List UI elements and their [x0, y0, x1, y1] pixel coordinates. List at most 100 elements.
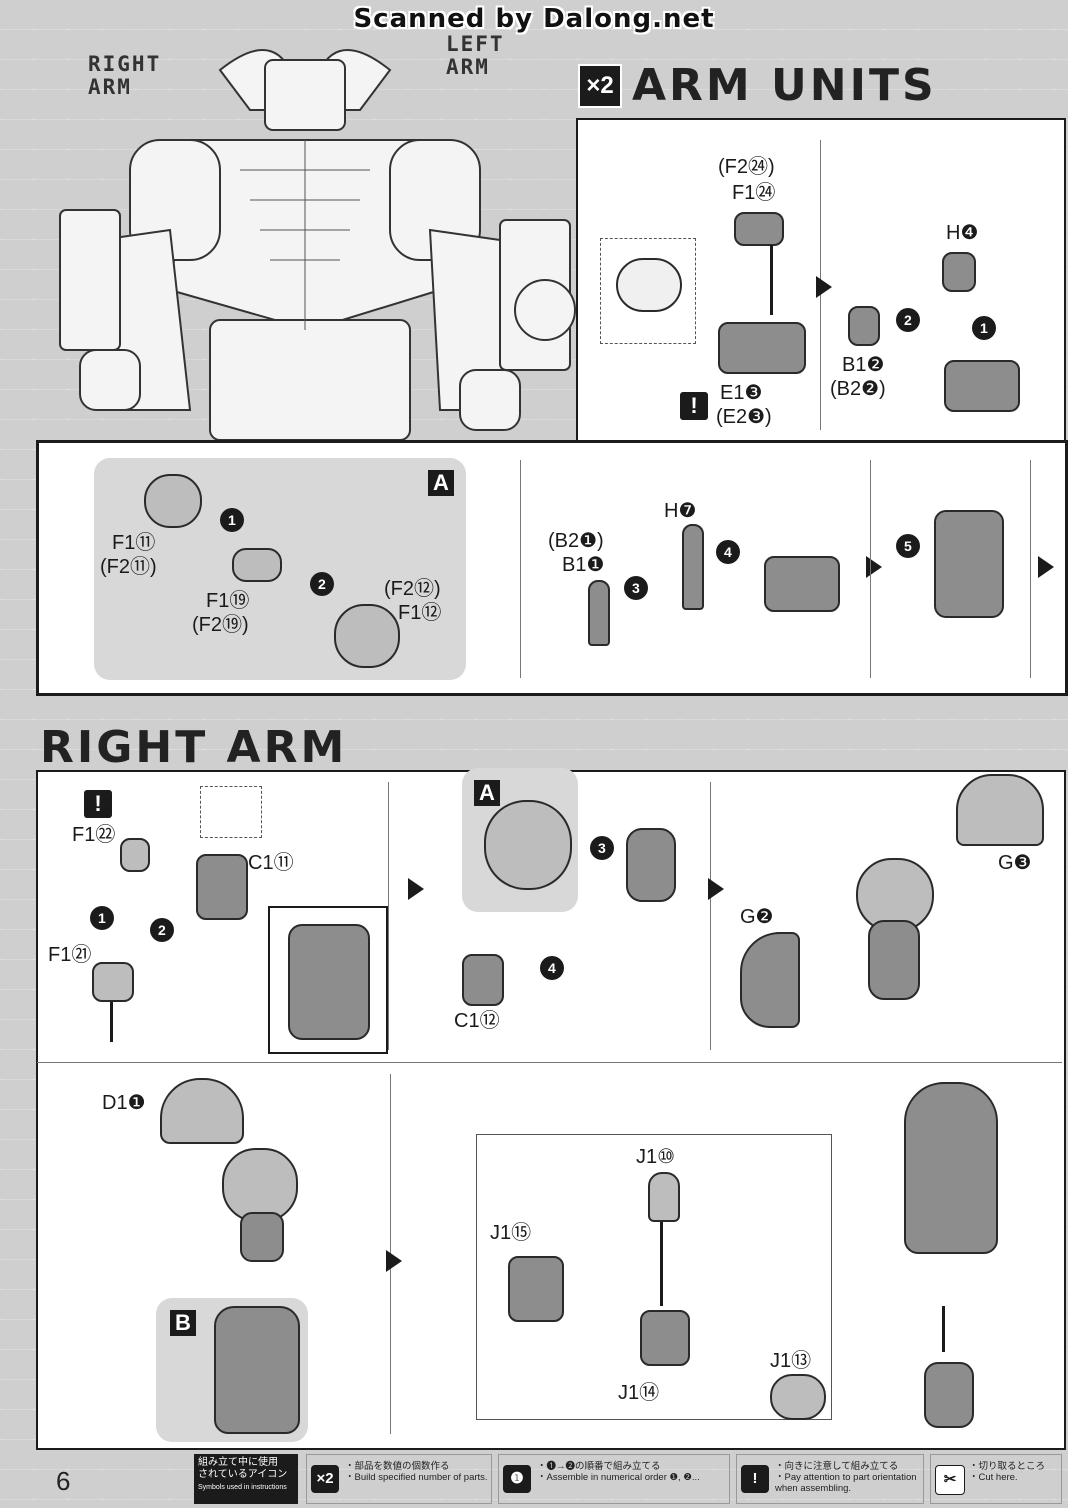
- scissors-icon: ✂: [935, 1465, 965, 1495]
- part-e1-3: [718, 322, 806, 374]
- part-f1-24: [734, 212, 784, 246]
- arm-units-title: ARM UNITS: [632, 60, 937, 111]
- label-e1-3: E1❸: [720, 382, 763, 404]
- legend-item-order: ❶ ・❶→❷の順番で組み立てる・Assemble in numerical or…: [498, 1454, 730, 1504]
- legend-item-orientation: ! ・向きに注意して組み立てる・Pay attention to part or…: [736, 1454, 924, 1504]
- part-c1-12: [462, 954, 504, 1006]
- divider: [388, 782, 389, 1050]
- part-d1-1: [160, 1078, 244, 1144]
- part-arm-unit-complete: [934, 510, 1004, 618]
- divider: [1030, 460, 1031, 678]
- divider: [520, 460, 521, 678]
- label-c1-12: C1⑫: [454, 1010, 500, 1032]
- label-f1-22: F1㉒: [72, 824, 116, 846]
- subassembly-a-letter: A: [474, 780, 500, 806]
- part-j1-13: [770, 1374, 826, 1420]
- part-f1-22: [120, 838, 150, 872]
- next-step-arrow-icon: [816, 276, 832, 298]
- divider: [870, 460, 871, 678]
- part-c1-11: [196, 854, 248, 920]
- part-shoulder-assembly: [856, 858, 934, 932]
- right-arm-title: RIGHT ARM: [40, 722, 348, 773]
- label-f1-12: F1⑫: [398, 602, 442, 624]
- part-shoulder-armored: [222, 1148, 298, 1222]
- part-c1-11-detail: [288, 924, 370, 1040]
- part-hand-complete: [924, 1362, 974, 1428]
- label-d1-1: D1❶: [102, 1092, 146, 1114]
- label-j1-10: J1⑩: [636, 1146, 676, 1168]
- part-upper-arm: [626, 828, 676, 902]
- next-step-arrow-icon: [708, 878, 724, 900]
- orientation-warning-icon: !: [680, 392, 708, 420]
- label-j1-15: J1⑮: [490, 1222, 532, 1244]
- next-step-arrow-icon: [1038, 556, 1054, 578]
- label-f2-19: (F2⑲): [192, 614, 249, 636]
- multiplier-badge: ×2: [578, 64, 622, 108]
- ring-part: [616, 258, 682, 312]
- label-g2: G❷: [740, 906, 774, 928]
- part-shoulder-joint: [484, 800, 572, 890]
- label-f2-11: (F2⑪): [100, 556, 157, 578]
- row-divider: [37, 1062, 1062, 1063]
- arrow: [770, 245, 773, 315]
- arrow: [942, 1306, 945, 1352]
- label-h4: H❹: [946, 222, 979, 244]
- detail-inset: [200, 786, 262, 838]
- left-arm-callout: LEFT ARM: [446, 32, 505, 79]
- part-j1-15: [508, 1256, 564, 1322]
- hero-robot-illustration: [59, 49, 576, 440]
- label-f1-21: F1㉑: [48, 944, 92, 966]
- part-f1-19: [232, 548, 282, 582]
- label-f1-19: F1⑲: [206, 590, 250, 612]
- label-f1-24: F1㉔: [732, 182, 776, 204]
- next-step-arrow-icon: [408, 878, 424, 900]
- legend-item-cut: ✂ ・切り取るところ・Cut here.: [930, 1454, 1062, 1504]
- part-arm-core: [764, 556, 840, 612]
- part-b1-1: [588, 580, 610, 646]
- part-assembly: [944, 360, 1020, 412]
- subassembly-a-letter: A: [428, 470, 454, 496]
- next-step-arrow-icon: [866, 556, 882, 578]
- label-b1-1: B1❶: [562, 554, 605, 576]
- label-c1-11: C1⑪: [248, 852, 294, 874]
- label-f2-24: (F2㉔): [718, 156, 775, 178]
- part-g2: [740, 932, 800, 1028]
- part-j1-14: [640, 1310, 690, 1366]
- multiplier-icon: ×2: [311, 1465, 339, 1493]
- part-upper-arm-core: [240, 1212, 284, 1262]
- part-f1-21: [92, 962, 134, 1002]
- page-number: 6: [56, 1466, 71, 1496]
- step-order-icon: ❶: [503, 1465, 531, 1493]
- part-j1-10: [648, 1172, 680, 1222]
- divider: [710, 782, 711, 1050]
- arrow: [110, 1002, 113, 1042]
- part-upper-arm-assembly: [868, 920, 920, 1000]
- part-h4: [942, 252, 976, 292]
- orientation-warning-icon: !: [84, 790, 112, 818]
- scan-credit: Scanned by Dalong.net: [353, 4, 715, 34]
- part-h7: [682, 524, 704, 610]
- part-g3: [956, 774, 1044, 846]
- part-arm-complete: [904, 1082, 998, 1254]
- next-step-arrow-icon: [386, 1250, 402, 1272]
- label-e2-3: (E2❸): [716, 406, 772, 428]
- label-g3: G❸: [998, 852, 1032, 874]
- part-f1-11: [144, 474, 202, 528]
- label-b2-1: (B2❶): [548, 530, 604, 552]
- orientation-warning-icon: !: [741, 1465, 769, 1493]
- part-forearm: [214, 1306, 300, 1434]
- arrow: [660, 1222, 663, 1306]
- part-f1-12: [334, 604, 400, 668]
- label-j1-13: J1⑬: [770, 1350, 812, 1372]
- label-b2-2: (B2❷): [830, 378, 886, 400]
- label-b1-2: B1❷: [842, 354, 885, 376]
- part-b1-2: [848, 306, 880, 346]
- legend-item-multiplier: ×2 ・部品を数値の個数作る・Build specified number of…: [306, 1454, 492, 1504]
- label-h7: H❼: [664, 500, 697, 522]
- label-f2-12: (F2⑫): [384, 578, 441, 600]
- legend-heading: 組み立て中に使用 されているアイコン Symbols used in instr…: [194, 1454, 298, 1504]
- subassembly-b-letter: B: [170, 1310, 196, 1336]
- label-j1-14: J1⑭: [618, 1382, 660, 1404]
- right-arm-callout: RIGHT ARM: [88, 52, 162, 99]
- label-f1-11: F1⑪: [112, 532, 156, 554]
